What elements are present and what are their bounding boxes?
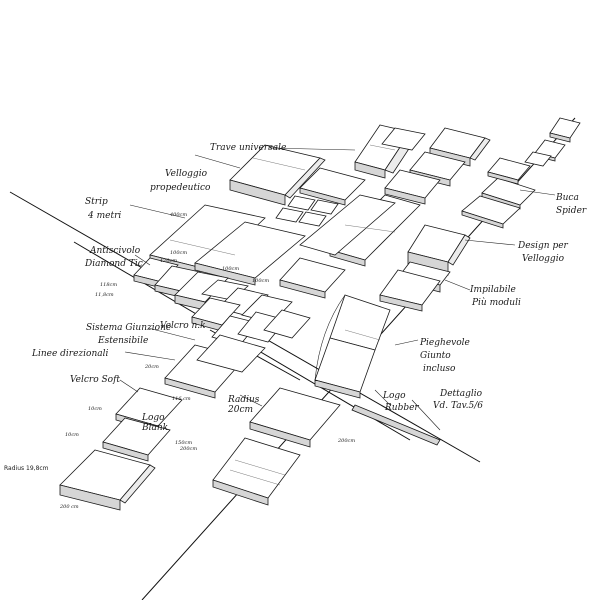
dim-10b: 10cm [65, 432, 79, 438]
label-propedeutico: propedeutico [150, 183, 211, 193]
dim-116: 116 cm [172, 396, 191, 402]
label-dettaglio: Dettaglio [439, 389, 483, 399]
dim-200b: 200cm [337, 438, 355, 444]
dim-10a: 10cm [88, 406, 102, 412]
label-4metri: 4 metri [87, 211, 121, 221]
label-pieghevole: Pieghevole [419, 338, 470, 348]
label-sistema: Sistema Giunzione [86, 323, 171, 333]
radius-main-tile [59, 449, 156, 511]
dim-200c: 200 cm [59, 504, 79, 510]
buca-spider-tiles [461, 117, 581, 229]
antiscivolo-pads [133, 257, 249, 311]
label-blank: Blank [141, 423, 168, 433]
radius-tiles [212, 387, 341, 506]
center-long-boards [299, 194, 421, 267]
dim-100c: 100cm [252, 278, 269, 284]
label-radius-main: Radius 19,8cm [4, 465, 49, 472]
dim-400: 400cm [169, 212, 187, 218]
label-velloggio: Velloggio [165, 169, 208, 179]
trave-universale-block [354, 124, 491, 205]
label-trave: Trave universale [210, 143, 286, 153]
strip-4m-board [149, 204, 306, 286]
label-linee: Linee direzionali [31, 349, 109, 359]
label-velcro-soft: Velcro Soft [70, 375, 120, 385]
dim-100b: 100cm [222, 266, 239, 272]
label-rubber: Rubber [384, 403, 419, 413]
velloggio-propedeutico-block [229, 144, 366, 206]
label-giunto: Giunto [420, 351, 451, 361]
label-buca: Buca [555, 193, 579, 203]
label-radius: Radius [227, 395, 260, 405]
label-spider: Spider [556, 206, 587, 216]
label-tav: Vd. Tav.5/6 [433, 401, 483, 411]
impilabile-stack [379, 224, 471, 312]
leader-lines [119, 147, 556, 431]
label-logo-rubber: Logo [382, 391, 406, 401]
label-antiscivolo: Antiscivolo [89, 246, 141, 256]
giunzione-tiles [164, 334, 266, 399]
pieghevole-folding-mat [314, 294, 391, 399]
dim-150: 150cm [175, 440, 192, 446]
label-incluso: incluso [423, 364, 456, 374]
dettaglio-rail [351, 404, 441, 446]
label-impilabile: Impilabile [469, 285, 516, 295]
label-estensibile: Estensibile [97, 336, 148, 346]
velcro-soft-tiles [102, 387, 183, 462]
dim-120: 120cm [160, 258, 177, 264]
label-diamond: Diamond Tic [84, 259, 143, 269]
dim-20: 20cm [144, 364, 159, 370]
label-design: Design per [517, 241, 569, 251]
dim-200a: 200cm [179, 446, 197, 452]
dim-100a: 100cm [170, 250, 187, 256]
label-radius-20: 20cm [227, 405, 253, 415]
label-logo-blank: Logo [141, 413, 165, 423]
dim-11-8: 11,8cm [95, 292, 114, 298]
label-velloggio2: Velloggio [522, 254, 565, 264]
label-strip: Strip [85, 197, 108, 207]
label-velcro-nk: Velcro n.k [160, 321, 206, 331]
dim-118: 118cm [100, 282, 117, 288]
small-pads [275, 195, 339, 227]
label-piu-moduli: Più moduli [471, 297, 521, 308]
